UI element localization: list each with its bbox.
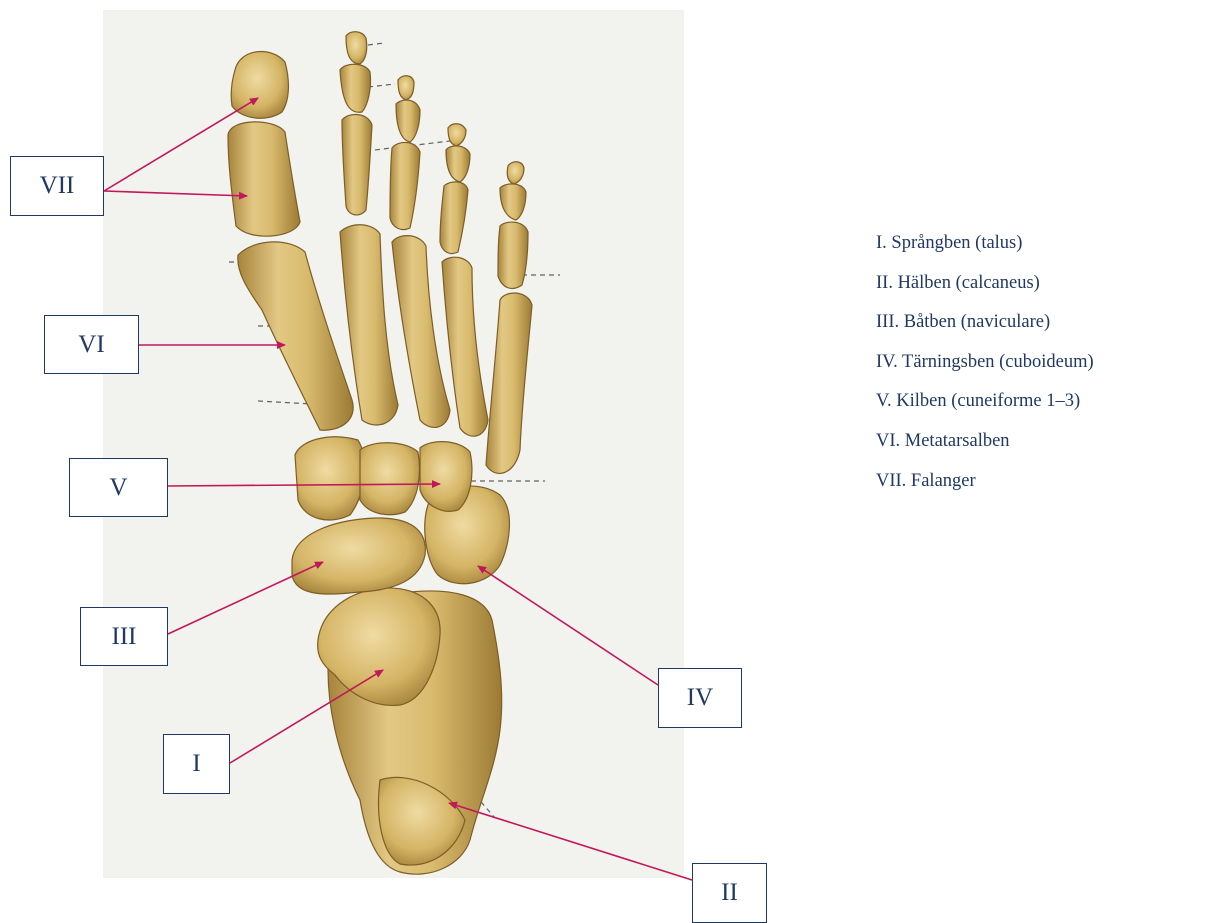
legend-item-naviculare: III. Båtben (naviculare) — [876, 303, 1094, 343]
legend-item-cuboideum: IV. Tärningsben (cuboideum) — [876, 343, 1094, 383]
callout-i: I — [163, 734, 230, 794]
callout-v: V — [69, 458, 168, 517]
legend-item-metatarsalben: VI. Metatarsalben — [876, 422, 1094, 462]
bone-legend: I. Språngben (talus) II. Hälben (calcane… — [876, 224, 1094, 501]
callout-iii: III — [80, 607, 168, 666]
legend-item-cuneiforme: V. Kilben (cuneiforme 1–3) — [876, 382, 1094, 422]
legend-item-calcaneus: II. Hälben (calcaneus) — [876, 264, 1094, 304]
legend-item-talus: I. Språngben (talus) — [876, 224, 1094, 264]
callout-vii: VII — [10, 156, 104, 216]
callout-iv: IV — [658, 668, 742, 728]
callout-ii: II — [692, 863, 767, 923]
callout-vi: VI — [44, 315, 139, 374]
legend-item-falanger: VII. Falanger — [876, 462, 1094, 502]
